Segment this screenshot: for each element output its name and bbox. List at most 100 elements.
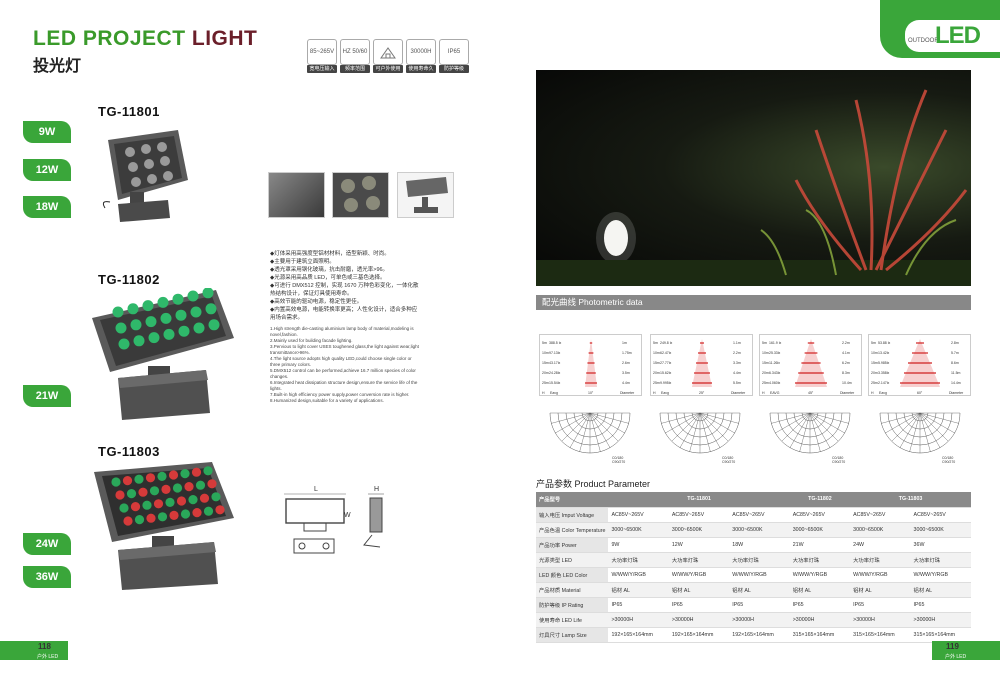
diameter-label: 14.4m [951,381,961,385]
polar-spoke [881,412,921,424]
polar-spoke [671,412,701,442]
feature-en-item: 4.The light source adopts high quality L… [270,356,412,367]
polar-spoke [885,412,921,434]
watt-badge: 9W [23,121,71,143]
title-led: LED PROJECT [33,27,186,50]
feature-en-item: 1.High strength die-casting aluminium la… [270,326,414,337]
chart-footer-label: H [542,391,545,395]
params-cell: 大功率灯珠 [789,552,851,568]
chart-footer-label: 45° [808,391,814,395]
diameter-label: 10.4m [842,381,852,385]
led-dot [130,502,141,512]
chart-footer-label: Diameter [731,391,746,395]
feature-zh-item: ◆内置高效电源，电能转换率更高；人性化设计，适合多种应用场合需求。 [270,307,418,321]
polar-legend-2: C90/270 [722,460,735,464]
polar-spoke [699,412,739,424]
polar-spoke [909,412,921,452]
polar-spoke [899,412,921,448]
diameter-label: 4.1m [842,351,850,355]
diameter-label: 11.5m [951,371,961,375]
params-cell: 315×165×164mm [789,627,851,643]
watt-badge: 36W [23,566,71,588]
led-dot [199,493,210,503]
feature-en-item: 7.Built-in high efficiency power supply,… [270,392,410,397]
params-row: 使用寿命 LED Life>30000H>30000H>30000H>30000… [536,612,971,628]
diameter-label: 8.6m [951,361,959,365]
distance-label: 5m [871,341,876,345]
led-dot [126,489,137,499]
led-dot [119,503,129,513]
polar-spoke [809,412,845,434]
polar-spoke [579,412,591,452]
params-row-label: LED 颜色 LED Color [536,567,609,583]
distance-label: 25m [653,381,660,385]
dim-label-height: H [374,486,379,493]
polar-spoke [919,412,959,424]
diameter-label: 1.1m [733,341,741,345]
polar-spoke [555,412,591,434]
diameter-label: 5.5m [733,381,741,385]
lux-label: 5.985lx [878,361,890,365]
chart-footer-label: Diameter [949,391,964,395]
page-footer-left-sub: 户外 LED [37,654,59,660]
distance-label: 10m [871,351,878,355]
led-dot [203,466,213,476]
params-cell: 24W [850,537,911,553]
polar-spoke [589,412,625,434]
led-dot [191,467,202,477]
dimension-drawing: L H W [284,486,384,554]
dim-label-width: W [344,512,351,519]
params-row-label: 防护等级 IP Rating [536,597,609,613]
distance-label: 5m [653,341,658,345]
params-cell: 大功率灯珠 [608,552,669,568]
params-cell: IP65 [789,597,851,613]
distance-label: 20m [762,371,769,375]
led-dot [175,309,187,321]
polar-spoke [589,412,611,448]
lux-label: 97.13lx [549,351,561,355]
distance-label: 25m [542,381,549,385]
model-name-3: TG-11803 [98,444,160,459]
page-number-right-bar [932,641,1000,660]
led-dot [180,509,191,519]
params-cell: W/WW/Y/RGB [608,567,669,583]
params-cell: AC85V~265V [910,507,971,523]
params-cell: IP65 [668,597,730,613]
params-cell: >30000H [668,612,730,628]
led-dot [148,332,160,344]
polar-spoke [699,412,729,442]
params-cell: 铝材 AL [850,582,911,598]
params-cell: W/WW/Y/RGB [910,567,971,583]
params-cell: IP65 [729,597,790,613]
watt-badge: 24W [23,533,71,555]
params-cell: >30000H [729,612,790,628]
led-dot [188,495,198,505]
led-dot [195,480,206,490]
params-cell: >30000H [789,612,851,628]
polar-legend-2: C90/270 [612,460,625,464]
params-cell: 铝材 AL [608,582,669,598]
feature-zh-item: ◆光源采用高品质 LED，可单色或三基色选择。 [270,275,386,281]
params-cell: W/WW/Y/RGB [668,567,730,583]
params-cell: 315×165×164mm [850,627,911,643]
polar-spoke [699,412,735,434]
polar-legend-2: C90/270 [832,460,845,464]
led-dot [157,471,167,481]
led-dot [133,335,145,347]
params-title: 产品参数 Product Parameter [536,479,651,489]
params-cell: AC85V~265V [668,507,730,523]
diameter-label: 2.6m [622,361,630,365]
params-cell: 192×165×164mm [668,627,730,643]
distance-label: 15m [762,361,769,365]
polar-legend-1: C0/180 [722,456,733,460]
led-dot [184,482,194,492]
lux-label: 25.33lx [769,351,781,355]
led-dot [138,487,148,497]
